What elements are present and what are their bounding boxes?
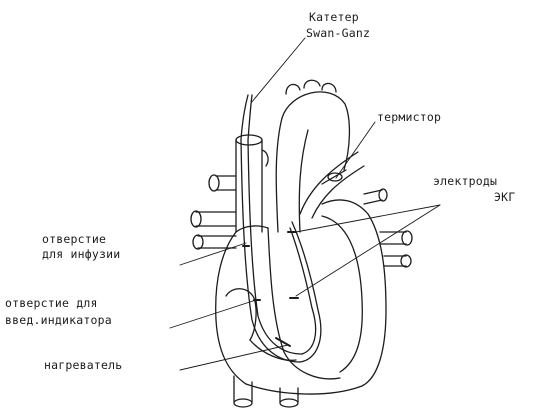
label-heater: нагреватель xyxy=(44,358,122,372)
label-catheter-line2: Swan-Ganz xyxy=(306,26,370,40)
label-infusion-line1: отверстие xyxy=(42,232,106,246)
label-infusion-line2: для инфузии xyxy=(42,247,120,261)
inferior-vessels xyxy=(234,376,298,407)
label-ecg-electrodes-line2: ЭКГ xyxy=(494,190,515,204)
heart-outline xyxy=(216,200,386,394)
label-catheter-line1: Катетер xyxy=(309,10,359,24)
label-indicator-line1: отверстие для xyxy=(5,296,98,310)
label-thermistor: термистор xyxy=(377,110,441,124)
pulmonary-artery xyxy=(300,152,364,218)
label-indicator-line2: введ.индикатора xyxy=(5,313,112,327)
catheter-path xyxy=(241,140,321,362)
catheter-tube xyxy=(241,95,252,140)
aorta xyxy=(276,80,349,232)
label-ecg-electrodes-line1: электроды xyxy=(433,174,497,188)
